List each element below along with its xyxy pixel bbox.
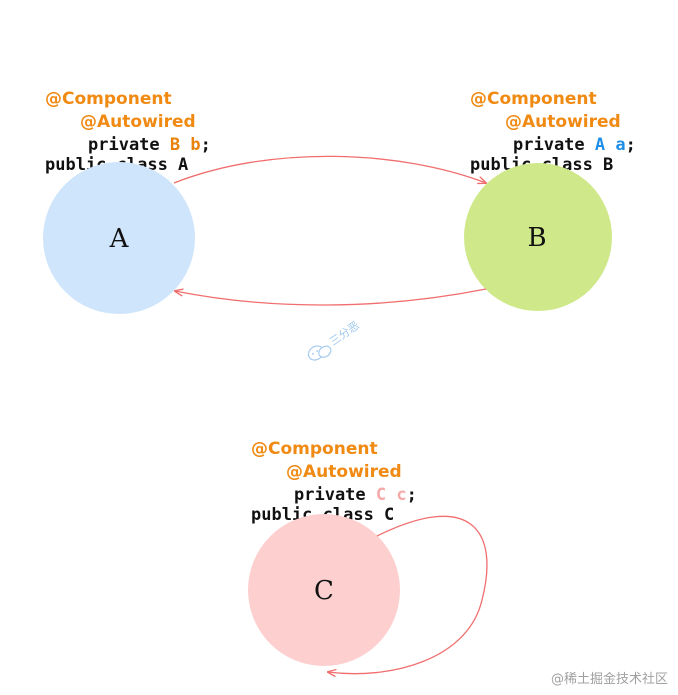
class-b-field-name: a [615, 135, 626, 155]
watermark: 三分恶 [307, 319, 362, 361]
watermark-text: 三分恶 [327, 319, 361, 349]
arrow-c-self-loop [328, 515, 488, 673]
arrow-b-to-a [175, 288, 487, 306]
class-b-annotation: @Component [470, 89, 597, 109]
class-a-field-type: B [169, 135, 181, 155]
class-c-field-type: C [375, 485, 387, 505]
class-a-field: private B b; [88, 134, 211, 156]
node-c-circle [248, 514, 400, 666]
class-a-field-end: ; [200, 135, 211, 155]
node-b-circle [464, 163, 612, 311]
class-b-field-keyword: private [513, 135, 585, 155]
arrow-a-to-b [173, 155, 486, 183]
class-b-field-type: A [594, 135, 606, 155]
node-b-label: B [527, 223, 546, 253]
class-a-field-name: b [190, 135, 201, 155]
class-c-annotation: @Component [251, 439, 378, 459]
node-a-label: A [109, 224, 130, 254]
class-a-field-annotation: @Autowired [80, 112, 196, 132]
class-a-field-keyword: private [88, 135, 160, 155]
class-c-field-keyword: private [294, 485, 366, 505]
class-b-field-annotation: @Autowired [505, 112, 621, 132]
class-c-header: @Component public class C [251, 394, 394, 570]
class-c-field-name: c [396, 485, 407, 505]
class-c-field: private C c; [294, 484, 417, 506]
node-c-label: C [314, 576, 334, 606]
node-a-circle [43, 162, 195, 314]
class-c-field-end: ; [406, 485, 417, 505]
class-b-field-end: ; [625, 135, 636, 155]
class-b-field: private A a; [513, 134, 636, 156]
footer-watermark: @稀土掘金技术社区 [550, 672, 668, 687]
class-c-field-annotation: @Autowired [286, 462, 402, 482]
class-a-annotation: @Component [45, 89, 172, 109]
chat-bubble-icon [307, 345, 332, 361]
